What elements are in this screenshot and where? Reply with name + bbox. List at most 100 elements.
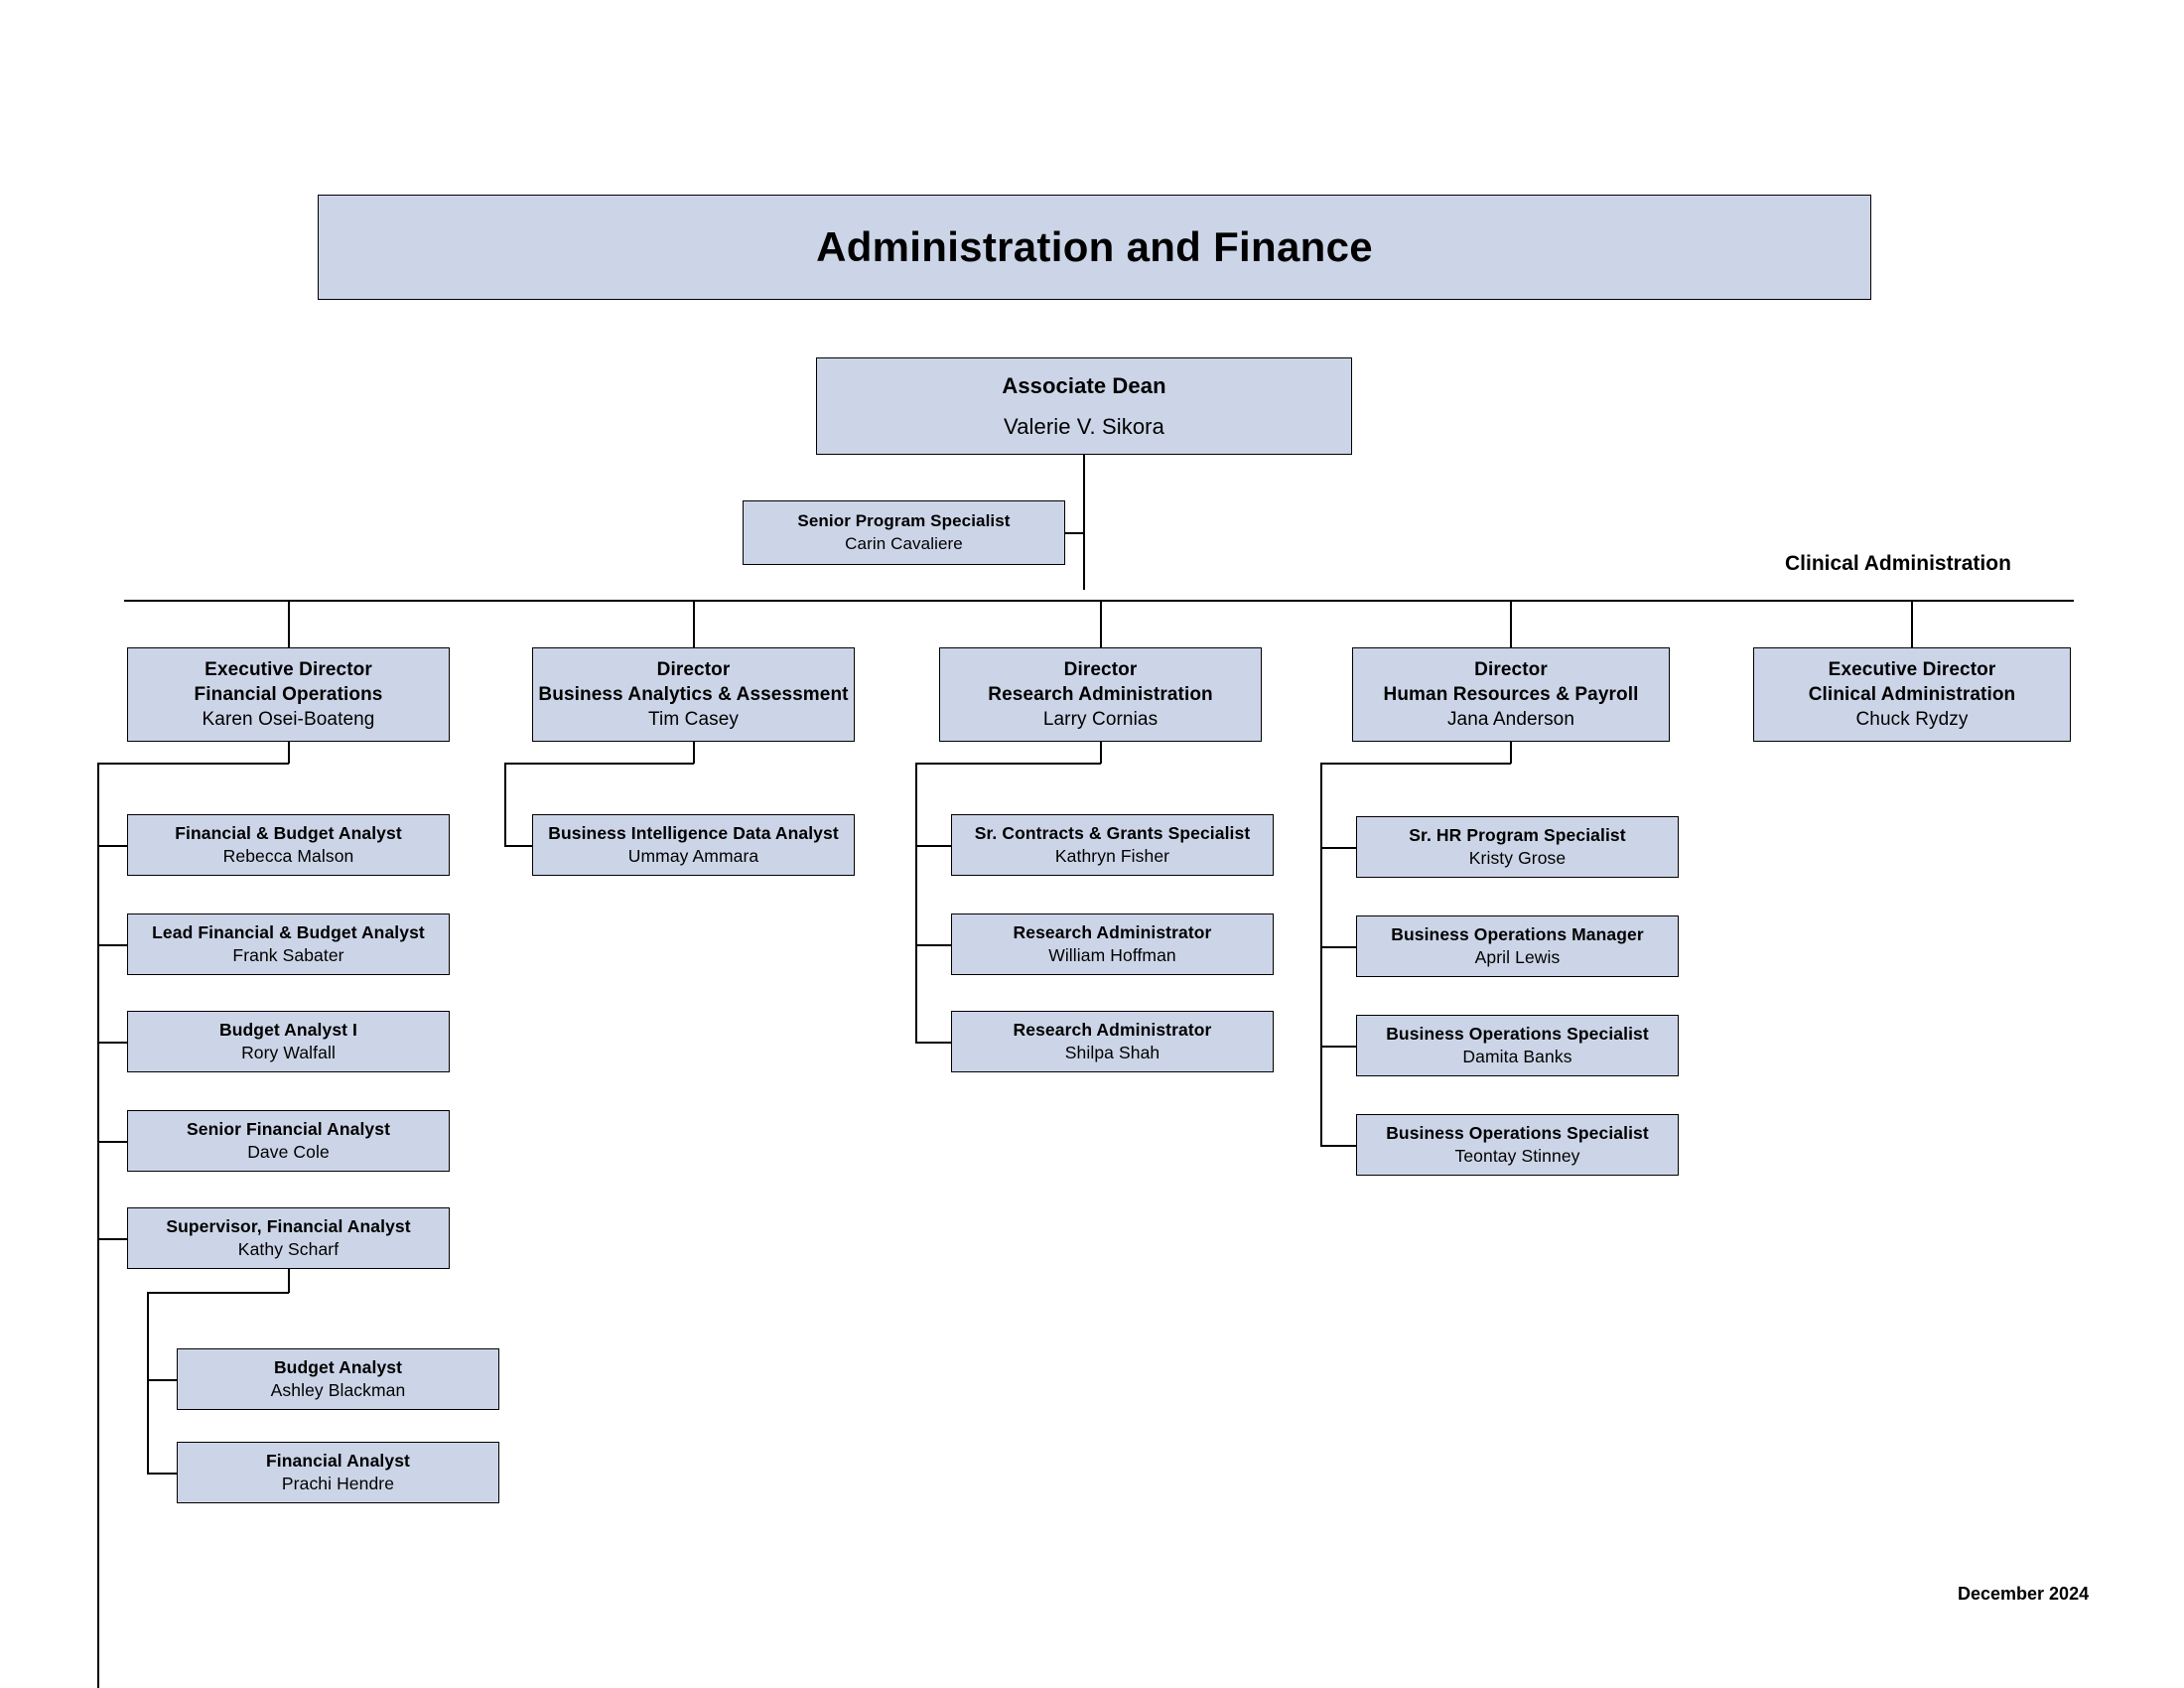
chart-title: Administration and Finance: [816, 223, 1373, 271]
node-director-research-administration[interactable]: Director Research Administration Larry C…: [939, 647, 1262, 742]
connector-ba-elbow: [504, 763, 694, 765]
connector-hr-drop: [1510, 742, 1512, 764]
connector-ba-spine: [504, 763, 506, 847]
node-senior-financial-analyst[interactable]: Senior Financial Analyst Dave Cole: [127, 1110, 450, 1172]
section-label-clinical-administration: Clinical Administration: [1785, 552, 2011, 575]
connector-bus-to-director-1: [288, 600, 290, 647]
connector-fin-stub-2: [97, 944, 128, 946]
connector-ra-stub-1: [915, 845, 952, 847]
node-title: Senior Financial Analyst: [187, 1118, 390, 1139]
node-associate-dean[interactable]: Associate Dean Valerie V. Sikora: [816, 357, 1352, 455]
node-executive-director-financial-operations[interactable]: Executive Director Financial Operations …: [127, 647, 450, 742]
node-financial-budget-analyst[interactable]: Financial & Budget Analyst Rebecca Malso…: [127, 814, 450, 876]
node-research-administrator-shah[interactable]: Research Administrator Shilpa Shah: [951, 1011, 1274, 1072]
node-person: Kathryn Fisher: [1054, 846, 1170, 866]
node-title: Budget Analyst: [273, 1356, 403, 1377]
node-lead-financial-budget-analyst[interactable]: Lead Financial & Budget Analyst Frank Sa…: [127, 914, 450, 975]
connector-assistant-stub: [1065, 532, 1084, 534]
node-person: Kathy Scharf: [237, 1239, 340, 1259]
connector-ra-elbow: [915, 763, 1101, 765]
node-title: Executive Director: [1828, 658, 1996, 680]
connector-fin-elbow: [97, 763, 289, 765]
node-person: Frank Sabater: [232, 945, 344, 965]
node-sr-hr-program-specialist[interactable]: Sr. HR Program Specialist Kristy Grose: [1356, 816, 1679, 878]
node-title: Senior Program Specialist: [797, 511, 1011, 531]
connector-hr-stub-4: [1320, 1145, 1357, 1147]
node-title: Financial Analyst: [266, 1450, 410, 1471]
node-person: Carin Cavaliere: [845, 533, 963, 553]
node-subtitle: Research Administration: [988, 683, 1213, 705]
node-title: Director: [1474, 658, 1548, 680]
node-title: Sr. HR Program Specialist: [1409, 824, 1626, 845]
node-business-intelligence-data-analyst[interactable]: Business Intelligence Data Analyst Ummay…: [532, 814, 855, 876]
node-person: Larry Cornias: [1042, 709, 1159, 731]
connector-fin-drop: [288, 742, 290, 764]
node-person: Prachi Hendre: [281, 1474, 395, 1493]
node-person: Karen Osei-Boateng: [202, 709, 375, 731]
node-person: Chuck Rydzy: [1855, 709, 1969, 731]
connector-hr-elbow: [1320, 763, 1511, 765]
connector-bus-to-director-2: [693, 600, 695, 647]
node-business-operations-specialist-banks[interactable]: Business Operations Specialist Damita Ba…: [1356, 1015, 1679, 1076]
node-title: Business Operations Specialist: [1386, 1023, 1649, 1044]
node-research-administrator-hoffman[interactable]: Research Administrator William Hoffman: [951, 914, 1274, 975]
node-title: Business Operations Specialist: [1386, 1122, 1649, 1143]
node-title: Associate Dean: [1002, 372, 1166, 398]
node-title: Business Operations Manager: [1391, 923, 1644, 944]
connector-bus-to-director-3: [1100, 600, 1102, 647]
node-person: Valerie V. Sikora: [1004, 414, 1164, 440]
connector-supervisor-elbow: [147, 1292, 289, 1294]
node-title: Research Administrator: [1013, 921, 1212, 942]
node-person: Rory Walfall: [241, 1043, 336, 1062]
connector-supervisor-spine: [147, 1292, 149, 1475]
node-subtitle: Human Resources & Payroll: [1383, 683, 1639, 705]
node-sr-contracts-grants-specialist[interactable]: Sr. Contracts & Grants Specialist Kathry…: [951, 814, 1274, 876]
node-person: Kristy Grose: [1468, 848, 1567, 868]
connector-fin-spine: [97, 763, 99, 1688]
node-person: April Lewis: [1474, 947, 1561, 967]
node-person: Ummay Ammara: [627, 846, 759, 866]
node-subtitle: Financial Operations: [194, 683, 383, 705]
node-financial-analyst[interactable]: Financial Analyst Prachi Hendre: [177, 1442, 499, 1503]
chart-title-banner: Administration and Finance: [318, 195, 1871, 300]
node-supervisor-financial-analyst[interactable]: Supervisor, Financial Analyst Kathy Scha…: [127, 1207, 450, 1269]
connector-main-bus: [124, 600, 2074, 602]
node-director-human-resources-payroll[interactable]: Director Human Resources & Payroll Jana …: [1352, 647, 1670, 742]
node-title: Budget Analyst I: [218, 1019, 358, 1040]
node-executive-director-clinical-administration[interactable]: Executive Director Clinical Administrati…: [1753, 647, 2071, 742]
connector-supervisor-drop: [288, 1269, 290, 1293]
node-business-operations-specialist-stinney[interactable]: Business Operations Specialist Teontay S…: [1356, 1114, 1679, 1176]
node-senior-program-specialist[interactable]: Senior Program Specialist Carin Cavalier…: [743, 500, 1065, 565]
node-director-business-analytics[interactable]: Director Business Analytics & Assessment…: [532, 647, 855, 742]
connector-fin-stub-5: [97, 1238, 128, 1240]
node-person: Jana Anderson: [1446, 709, 1575, 731]
node-title: Lead Financial & Budget Analyst: [152, 921, 425, 942]
node-person: William Hoffman: [1048, 945, 1176, 965]
node-person: Rebecca Malson: [222, 846, 354, 866]
node-title: Research Administrator: [1013, 1019, 1212, 1040]
node-budget-analyst[interactable]: Budget Analyst Ashley Blackman: [177, 1348, 499, 1410]
node-title: Sr. Contracts & Grants Specialist: [974, 822, 1251, 843]
connector-fin-stub-1: [97, 845, 128, 847]
connector-hr-stub-1: [1320, 847, 1357, 849]
connector-ra-drop: [1100, 742, 1102, 764]
node-subtitle: Clinical Administration: [1808, 683, 2016, 705]
node-subtitle: Business Analytics & Assessment: [538, 683, 849, 705]
node-title: Financial & Budget Analyst: [175, 822, 402, 843]
node-budget-analyst-i[interactable]: Budget Analyst I Rory Walfall: [127, 1011, 450, 1072]
node-business-operations-manager[interactable]: Business Operations Manager April Lewis: [1356, 915, 1679, 977]
connector-hr-stub-3: [1320, 1046, 1357, 1048]
node-person: Teontay Stinney: [1454, 1146, 1580, 1166]
node-title: Director: [656, 658, 731, 680]
node-title: Director: [1063, 658, 1138, 680]
connector-bus-to-director-4: [1510, 600, 1512, 647]
connector-ra-stub-2: [915, 944, 952, 946]
connector-ba-stub-1: [504, 845, 533, 847]
node-title: Business Intelligence Data Analyst: [548, 822, 839, 843]
connector-fin-stub-4: [97, 1141, 128, 1143]
node-person: Damita Banks: [1462, 1047, 1572, 1066]
connector-hr-spine: [1320, 763, 1322, 1146]
node-person: Shilpa Shah: [1064, 1043, 1160, 1062]
connector-ra-spine: [915, 763, 917, 1044]
